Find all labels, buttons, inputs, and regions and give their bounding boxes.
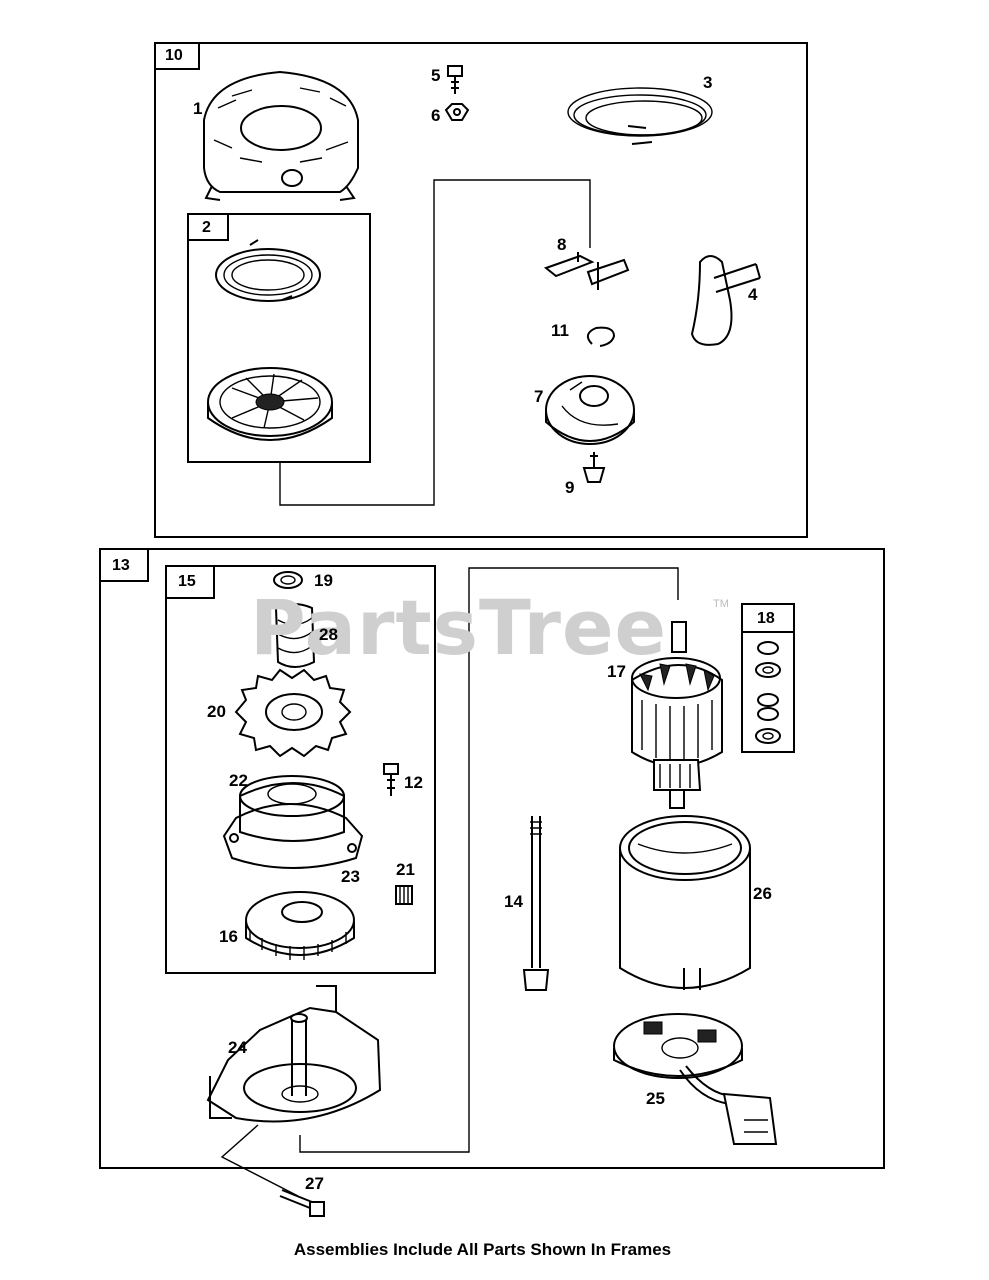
watermark-tm: TM — [713, 598, 729, 610]
callout-22: 22 — [229, 771, 248, 790]
callout-28: 28 — [319, 625, 338, 644]
part-12-screw — [383, 763, 399, 796]
frame-10-tab — [154, 42, 200, 70]
part-18-washers — [755, 641, 781, 744]
part-21-small-gear — [395, 885, 413, 905]
callout-20: 20 — [207, 702, 226, 721]
callout-25: 25 — [646, 1089, 665, 1108]
part-14-through-bolt — [522, 816, 550, 991]
frame-18-tab — [741, 603, 795, 633]
part-26-motor-housing — [619, 815, 751, 990]
part-8-pawls — [543, 252, 630, 290]
frame-13-tab — [99, 548, 149, 582]
part-1-housing — [203, 70, 359, 201]
part-25-brush-plate — [613, 1013, 778, 1145]
frame-2-label: 2 — [202, 219, 211, 236]
callout-21: 21 — [396, 860, 415, 879]
part-3-rope — [567, 87, 713, 145]
frame-2-box — [187, 213, 371, 463]
frame-13-box — [99, 548, 885, 1169]
part-5-screw — [447, 65, 463, 94]
footer-note: Assemblies Include All Parts Shown In Fr… — [293, 1240, 672, 1259]
part-17-armature — [631, 621, 723, 809]
part-7-ratchet — [545, 375, 635, 445]
part-2-spring-pulley — [207, 239, 333, 441]
leader-line-27 — [220, 1124, 299, 1197]
callout-8: 8 — [557, 235, 567, 254]
callout-23: 23 — [341, 867, 360, 886]
leader-line-2-to-8 — [279, 179, 591, 506]
frame-15-tab — [165, 565, 215, 599]
part-4-handle — [690, 255, 761, 346]
part-16-clutch — [245, 891, 355, 960]
callout-27: 27 — [305, 1174, 324, 1193]
frame-15-label: 15 — [178, 573, 196, 590]
callout-1: 1 — [193, 99, 203, 118]
part-20-gear — [234, 668, 352, 758]
callout-9: 9 — [565, 478, 575, 497]
callout-19: 19 — [314, 571, 333, 590]
callout-7: 7 — [534, 387, 544, 406]
part-19-retainer — [273, 571, 303, 589]
part-9-screw — [582, 452, 606, 483]
callout-14: 14 — [504, 892, 523, 911]
callout-4: 4 — [748, 285, 758, 304]
frame-2-tab — [187, 213, 229, 241]
part-11-clip — [586, 326, 616, 347]
callout-24: 24 — [228, 1038, 247, 1057]
part-27-bolt — [279, 1189, 325, 1217]
callout-26: 26 — [753, 884, 772, 903]
frame-10-box — [154, 42, 808, 538]
part-28-spring — [274, 603, 316, 668]
callout-6: 6 — [431, 106, 441, 125]
callout-5: 5 — [431, 66, 441, 85]
callout-12: 12 — [404, 773, 423, 792]
frame-10-label: 10 — [165, 47, 183, 64]
frame-15-box — [165, 565, 436, 974]
callout-3: 3 — [703, 73, 713, 92]
callout-11: 11 — [551, 321, 569, 340]
leader-line-17-to-24 — [299, 567, 679, 1153]
part-24-end-cap — [206, 985, 382, 1123]
part-22-23-cover-gasket — [222, 775, 364, 869]
part-6-nut — [444, 103, 470, 121]
callout-17: 17 — [607, 662, 626, 681]
frame-13-label: 13 — [112, 557, 130, 574]
frame-18-label: 18 — [757, 610, 775, 627]
callout-16: 16 — [219, 927, 238, 946]
watermark: PartsTree — [250, 583, 668, 672]
